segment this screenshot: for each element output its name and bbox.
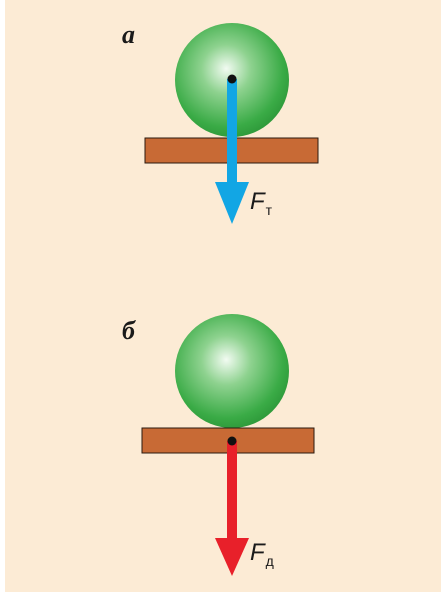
ball-b [175, 314, 289, 428]
force-label-gravity: Fт [250, 190, 271, 214]
force-label-weight: Fд [250, 541, 273, 565]
application-point-a [228, 75, 237, 84]
panel-a [145, 23, 318, 224]
panel-label-a: а [122, 22, 135, 48]
weight-force-arrow [215, 441, 249, 576]
force-symbol-b: F [250, 539, 265, 566]
panel-label-b: б [122, 318, 135, 344]
force-subscript-a: т [266, 202, 272, 218]
force-subscript-b: д [266, 553, 274, 569]
application-point-b [228, 437, 237, 446]
force-symbol-a: F [250, 188, 265, 215]
panel-b [142, 314, 314, 576]
